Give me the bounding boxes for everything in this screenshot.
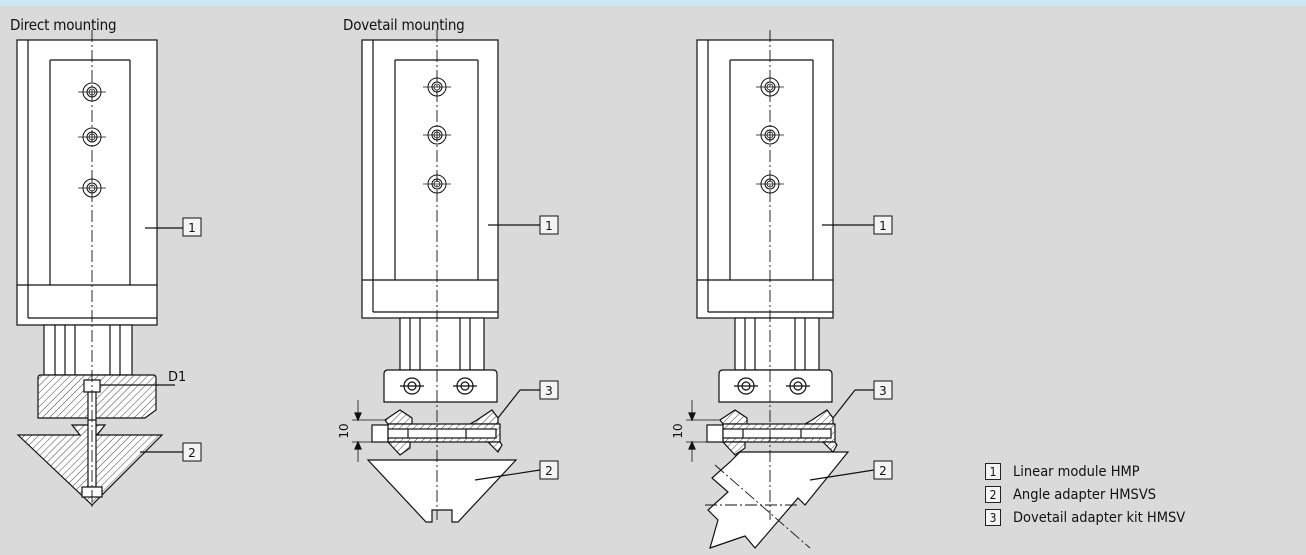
heading-direct-mounting: Direct mounting: [10, 16, 117, 34]
heading-dovetail-mounting: Dovetail mounting: [343, 16, 465, 34]
legend-item: 3 Dovetail adapter kit HMSV: [985, 506, 1185, 529]
legend-label: Angle adapter HMSVS: [1013, 486, 1157, 503]
legend-item: 2 Angle adapter HMSVS: [985, 483, 1185, 506]
callout-2-direct: 2: [188, 446, 196, 460]
legend-number-box: 2: [985, 486, 1001, 503]
callout-1-dovetail-box: [539, 215, 559, 235]
legend-number-box: 3: [985, 509, 1001, 526]
label-d1: D1: [168, 370, 186, 385]
callout-2-direct-box: [182, 442, 202, 462]
callout-2-rotated: 2: [879, 464, 887, 478]
drawing-dovetail-mounting-rotated: [686, 30, 875, 549]
legend-number-box: 1: [985, 463, 1001, 480]
callout-1-direct: 1: [188, 221, 196, 235]
legend-label: Linear module HMP: [1013, 463, 1140, 480]
callout-3-rotated-box: [873, 380, 893, 400]
callout-1-dovetail: 1: [545, 219, 553, 233]
dimension-10-rotated: 10: [671, 423, 685, 438]
callout-3-dovetail-box: [539, 380, 559, 400]
drawing-direct-mounting: [16, 30, 183, 510]
callout-3-dovetail: 3: [545, 384, 553, 398]
top-strip: [0, 0, 1306, 6]
callout-2-dovetail-box: [539, 460, 559, 480]
callout-1-direct-box: [182, 217, 202, 237]
legend-item: 1 Linear module HMP: [985, 460, 1185, 483]
legend-label: Dovetail adapter kit HMSV: [1013, 509, 1186, 526]
callout-1-rotated-box: [873, 215, 893, 235]
dimension-10-dovetail: 10: [337, 423, 351, 438]
drawing-dovetail-mounting: [352, 30, 541, 523]
legend: 1 Linear module HMP 2 Angle adapter HMSV…: [985, 460, 1185, 529]
callout-3-rotated: 3: [879, 384, 887, 398]
callout-1-rotated: 1: [879, 219, 887, 233]
callout-2-dovetail: 2: [545, 464, 553, 478]
callout-2-rotated-box: [873, 460, 893, 480]
